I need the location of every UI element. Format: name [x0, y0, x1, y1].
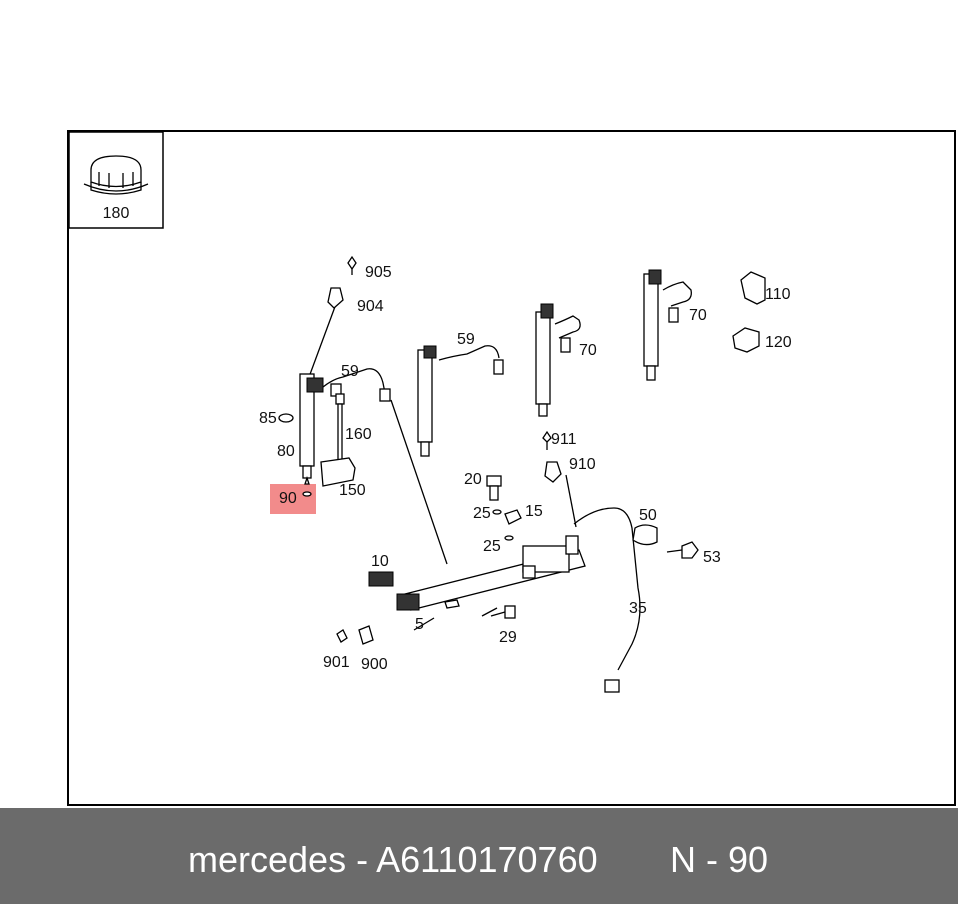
callout-90: 90 [279, 490, 297, 507]
sensor-10 [368, 571, 394, 587]
callout-29: 29 [499, 629, 517, 646]
callout-15: 15 [525, 503, 543, 520]
injector-4 [643, 269, 692, 381]
diagram-frame: 180 [67, 130, 956, 806]
callout-160: 160 [345, 426, 372, 443]
clamp-150 [320, 457, 356, 487]
callout-35: 35 [629, 600, 647, 617]
footer-part-number: mercedes - A6110170760 [188, 839, 598, 880]
callout-25-lower: 25 [483, 538, 501, 555]
footer-bar: mercedes - A6110170760 N - 90 [0, 808, 958, 904]
fuel-rail [396, 535, 586, 611]
exploded-parts-diagram: 180 [69, 132, 792, 693]
bolt-53 [666, 541, 699, 559]
injector-left [278, 255, 357, 497]
callout-80: 80 [277, 443, 295, 460]
callout-50: 50 [639, 507, 657, 524]
callout-5: 5 [415, 616, 424, 633]
callout-labels: 905 904 59 59 70 70 110 120 85 80 160 15… [259, 264, 792, 673]
bolt-29 [490, 605, 516, 619]
callout-53: 53 [703, 549, 721, 566]
bolt-160 [335, 393, 345, 461]
callout-901: 901 [323, 654, 350, 671]
callout-59-left: 59 [341, 363, 359, 380]
leader-lines [308, 303, 577, 631]
callout-25-upper: 25 [473, 505, 491, 522]
footer-position: N - 90 [670, 839, 769, 880]
banjo-fitting [486, 475, 522, 541]
callout-59-right: 59 [457, 331, 475, 348]
callout-20: 20 [464, 471, 482, 488]
bracket-110 [740, 271, 766, 305]
callout-905: 905 [365, 264, 392, 281]
callout-150: 150 [339, 482, 366, 499]
injector-2 [417, 345, 504, 457]
callout-911: 911 [551, 431, 577, 448]
callout-70-left: 70 [579, 342, 597, 359]
inset-180: 180 [69, 132, 164, 229]
callout-904: 904 [357, 298, 384, 315]
clip-50 [632, 524, 658, 546]
callout-120: 120 [765, 334, 792, 351]
callout-110: 110 [765, 286, 791, 303]
inset-label: 180 [103, 205, 130, 222]
callout-900: 900 [361, 656, 388, 673]
callout-70-right: 70 [689, 307, 707, 324]
highlight-box [270, 484, 316, 514]
injector-3 [535, 303, 581, 417]
bracket-120 [732, 327, 760, 353]
callout-85: 85 [259, 410, 277, 427]
callout-910: 910 [569, 456, 596, 473]
callout-10: 10 [371, 553, 389, 570]
